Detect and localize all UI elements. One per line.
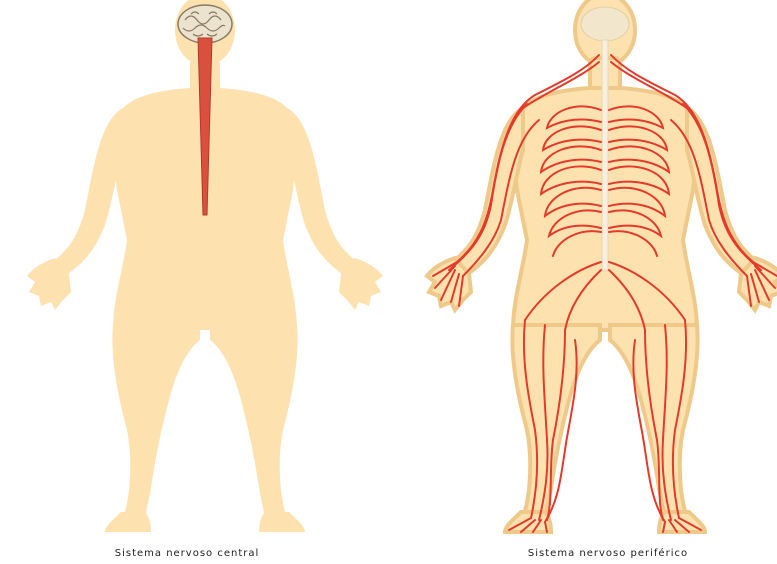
spine — [602, 40, 608, 270]
caption-central: Sistema nervoso central — [115, 548, 260, 559]
figure-central — [27, 0, 383, 532]
figure-peripheral — [427, 0, 777, 532]
caption-peripheral: Sistema nervoso periférico — [528, 548, 688, 559]
brain-icon — [178, 5, 232, 43]
brain-outline — [581, 7, 629, 41]
